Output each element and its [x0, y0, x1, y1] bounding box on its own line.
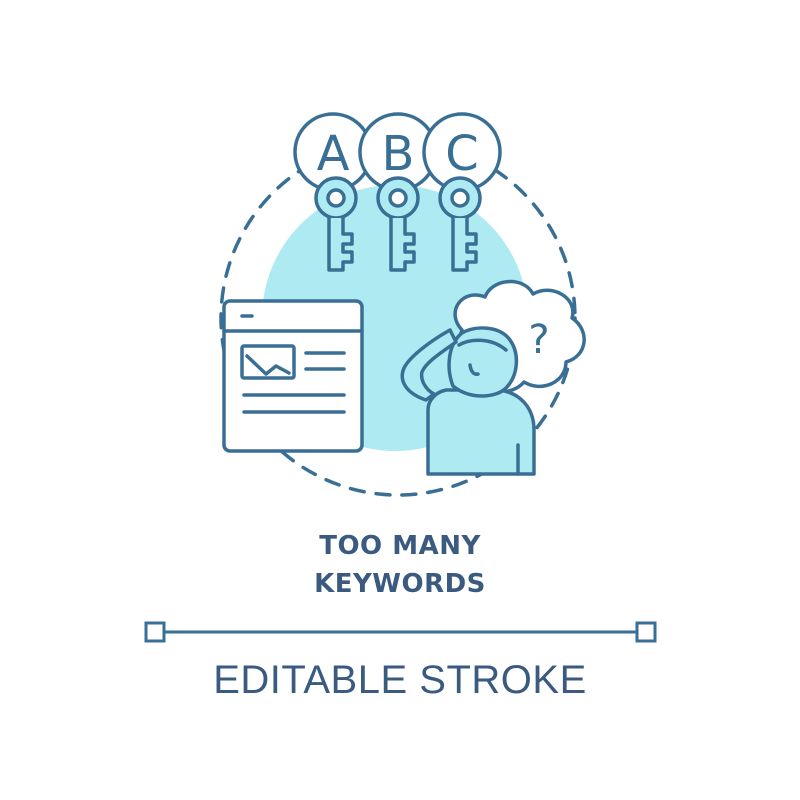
key-icon-a	[314, 176, 358, 272]
too-many-keywords-illustration: A B C	[219, 112, 586, 497]
confused-person-icon	[400, 326, 536, 476]
badge-letter-c: C	[445, 126, 479, 182]
stroke-handle-right	[635, 621, 657, 643]
title-line-1: TOO MANY	[319, 531, 481, 561]
badge-letter-b: B	[382, 126, 415, 182]
editable-stroke-label: EDITABLE STROKE	[213, 658, 587, 702]
key-icon-c	[438, 176, 482, 272]
title-line-2: KEYWORDS	[314, 569, 486, 599]
key-icon-b	[376, 176, 420, 272]
editable-stroke-line	[144, 621, 657, 643]
letter-badge-b: B	[358, 112, 438, 192]
question-mark-icon: ?	[528, 317, 549, 363]
stroke-handle-left	[144, 621, 166, 643]
badge-letter-a: A	[317, 126, 350, 182]
browser-window-icon	[222, 299, 364, 453]
